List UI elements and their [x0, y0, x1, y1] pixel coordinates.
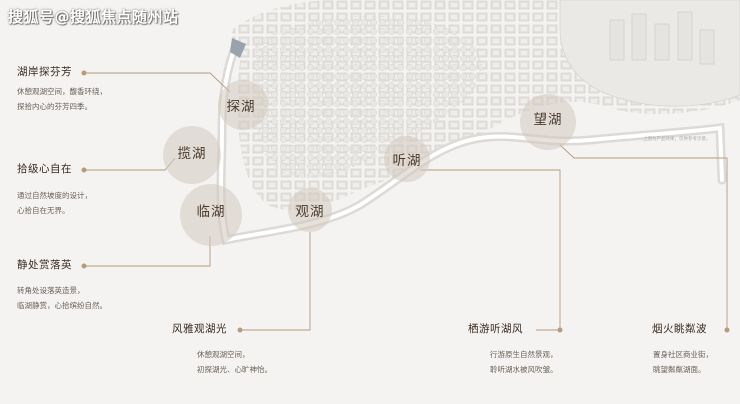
lake-label-tan: 探湖 [226, 99, 256, 115]
lake-bubble-wang [520, 94, 576, 150]
lake-label-ting: 听湖 [392, 153, 422, 169]
feature-dot-2 [81, 167, 87, 173]
towers [609, 11, 715, 65]
lake-bubble-tan [218, 80, 268, 130]
feature-desc-2: 通过自然坡度的设计， 心拾自在无界。 [17, 191, 92, 215]
lake-bubble-ting [384, 136, 430, 182]
feature-desc-6: 置身社区商业街， 眺望粼粼湖面。 [653, 350, 713, 374]
feature-dot-5 [557, 327, 563, 333]
lake-label-lan: 揽湖 [177, 146, 207, 162]
feature-desc-1: 休憩观湖空间，馥香环绕， 探拾内心的芬芳四季。 [17, 87, 107, 111]
feature-title-3: 静处赏落英 [17, 259, 72, 271]
feature-title-2: 拾级心自在 [17, 163, 72, 175]
feature-title-5: 栖游听湖风 [468, 323, 523, 335]
entry-structure [230, 38, 246, 58]
feature-title-4: 风雅观湖光 [172, 323, 227, 335]
feature-desc-4: 休憩观湖空间， 初探湖光、心旷神怡。 [197, 350, 272, 374]
feature-title-1: 湖岸探芬芳 [17, 66, 72, 78]
east-buildings [559, 0, 740, 107]
feature-dot-1 [81, 70, 87, 76]
lake-label-guan: 观湖 [295, 204, 325, 220]
lake-bubble-guan [288, 188, 332, 232]
feature-dot-3 [81, 263, 87, 269]
lake-label-lin: 临湖 [196, 204, 226, 220]
feature-title-6: 烟火眺粼波 [652, 323, 707, 335]
map-note: 上图为产品效果，仅供参考示意。 [643, 137, 711, 142]
tree-cover [255, 16, 482, 179]
lake-bubble-lan [163, 126, 221, 184]
watermark: 搜狐号@搜狐焦点随州站 [8, 8, 179, 26]
feature-desc-5: 行游原生自然景观， 聆听湖水被风吹皱。 [490, 350, 558, 374]
feature-desc-3: 转角处设落英造景， 临湖静赏，心拾缤纷自然。 [17, 286, 107, 310]
feature-dot-6 [724, 327, 730, 333]
lake-label-wang: 望湖 [533, 112, 563, 128]
lake-bubble-lin [180, 184, 242, 246]
feature-dot-4 [237, 327, 243, 333]
